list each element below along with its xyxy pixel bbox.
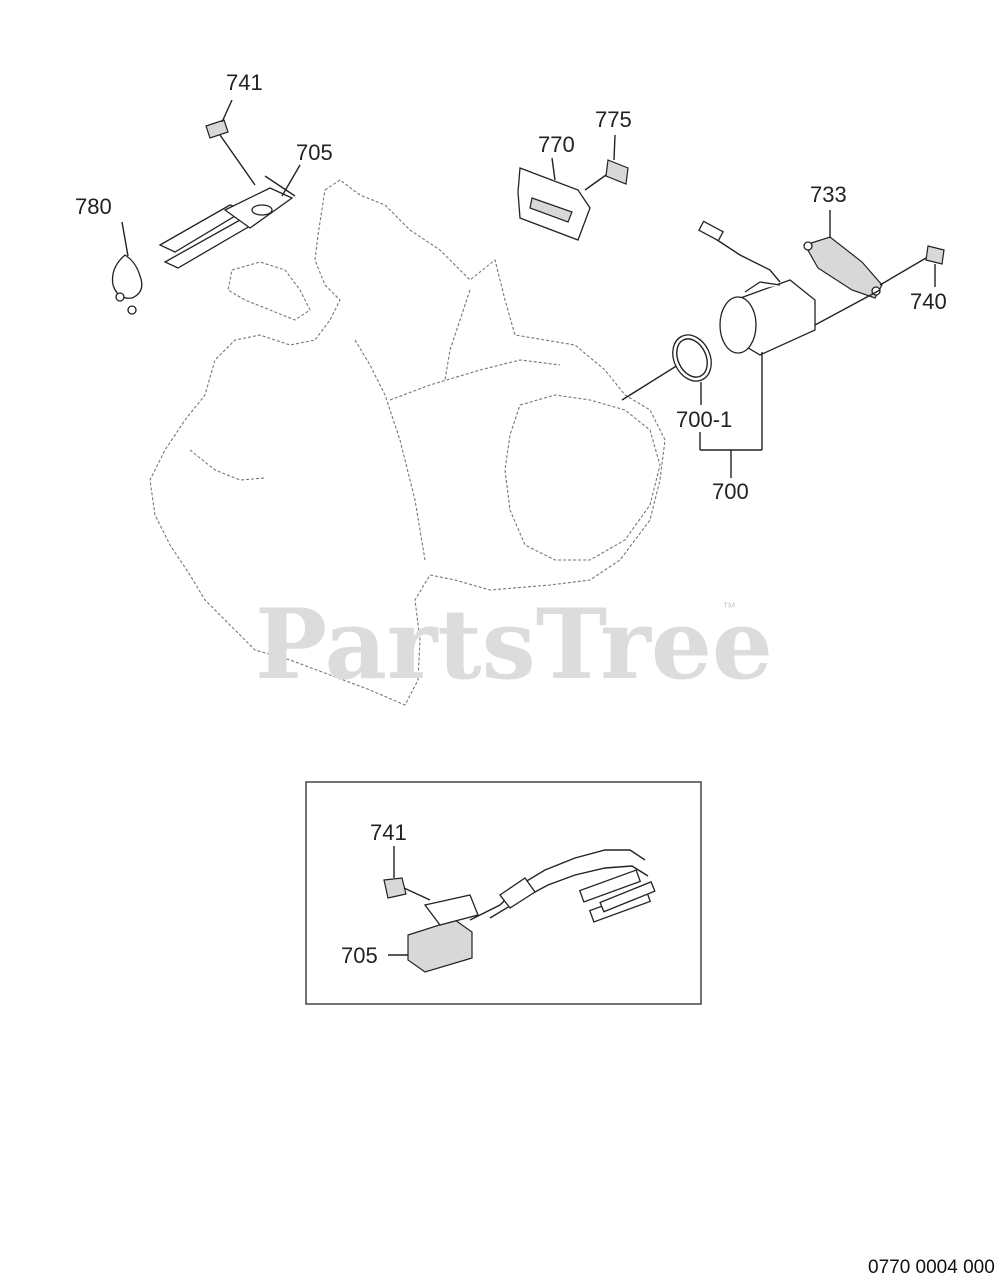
watermark-text: PartsTree bbox=[255, 588, 773, 701]
callout-775: 775 bbox=[595, 107, 632, 132]
part-780-clip bbox=[111, 221, 143, 315]
callout-770: 770 bbox=[538, 132, 575, 157]
part-775-screw bbox=[584, 134, 629, 191]
inset-screw-741 bbox=[383, 877, 407, 899]
part-733-cover bbox=[803, 210, 883, 299]
engine-outline bbox=[149, 179, 666, 706]
group-bracket-700 bbox=[699, 352, 763, 478]
diagram-code: 0770 0004 000 bbox=[868, 1257, 995, 1278]
part-705-bracket bbox=[158, 164, 301, 269]
part-741-screw bbox=[205, 99, 256, 186]
callout-733: 733 bbox=[810, 182, 847, 207]
callout-741-top: 741 bbox=[226, 70, 263, 95]
callout-741-inset: 741 bbox=[370, 820, 407, 845]
part-700-1-oring bbox=[672, 334, 712, 405]
callout-700: 700 bbox=[712, 479, 749, 504]
inset-panel: 741 705 bbox=[305, 781, 702, 1005]
part-700-starter bbox=[621, 220, 881, 401]
watermark: PartsTree ™ bbox=[255, 588, 773, 701]
callout-700-1: 700-1 bbox=[676, 407, 732, 432]
callout-780: 780 bbox=[75, 194, 112, 219]
part-740-screw bbox=[879, 245, 945, 287]
callout-705-top: 705 bbox=[296, 140, 333, 165]
part-770-bracket bbox=[517, 157, 591, 241]
watermark-trademark: ™ bbox=[722, 599, 736, 615]
callout-740: 740 bbox=[910, 289, 947, 314]
callout-705-inset: 705 bbox=[341, 943, 378, 968]
